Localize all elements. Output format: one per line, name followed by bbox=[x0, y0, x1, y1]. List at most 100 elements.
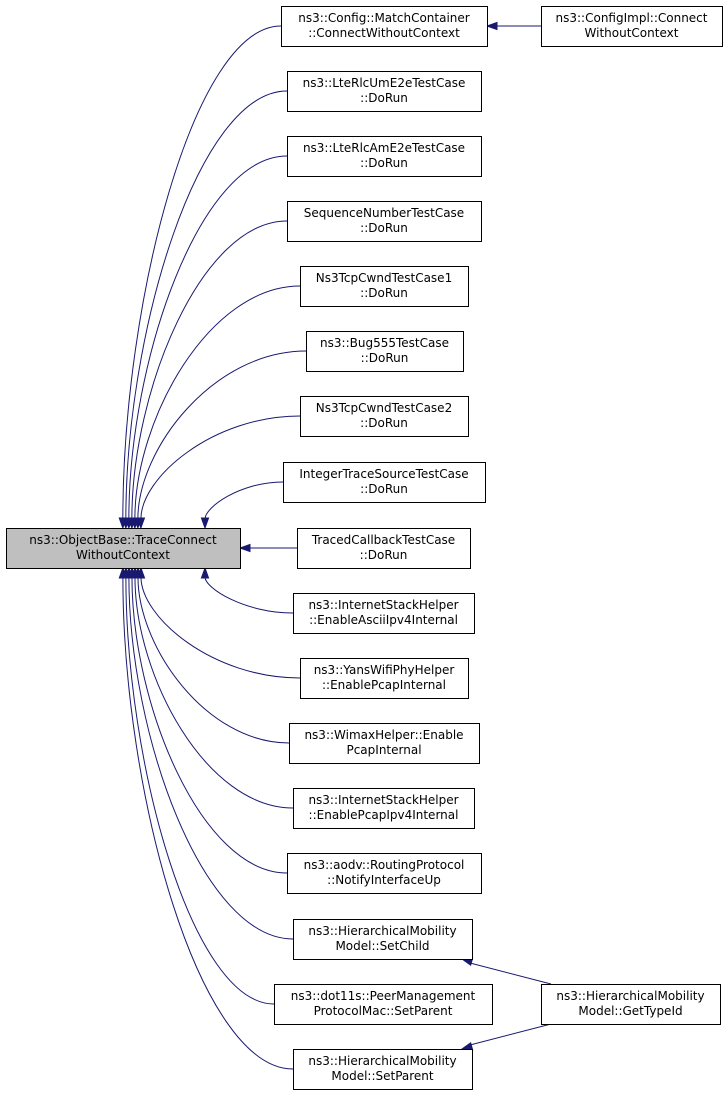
edge-hier-gettypeid-to-hier-setparent bbox=[469, 1023, 552, 1046]
node-aodv-up-label-line-2: ::NotifyInterfaceUp bbox=[327, 873, 441, 887]
edge-ascii-ipv4-to-root bbox=[204, 576, 294, 614]
node-hier-setparent-label-line-2: Model::SetParent bbox=[331, 1069, 434, 1083]
node-match-container-label-line-1: ns3::Config::MatchContainer bbox=[298, 11, 469, 25]
node-wimax-pcap-label-line-1: ns3::WimaxHelper::Enable bbox=[304, 728, 463, 742]
edge-tcp-cwnd-2-to-root bbox=[140, 415, 301, 520]
node-tcp-cwnd-1-label-line-2: ::DoRun bbox=[360, 286, 408, 300]
node-wimax-pcap-box bbox=[289, 723, 480, 764]
node-yans-pcap[interactable]: ns3::YansWifiPhyHelper::EnablePcapIntern… bbox=[300, 658, 469, 699]
node-peer-setparent-box bbox=[274, 984, 493, 1025]
node-yans-pcap-box bbox=[300, 658, 469, 699]
node-seq-number-label-line-1: SequenceNumberTestCase bbox=[304, 206, 464, 220]
nodes-layer: ns3::ObjectBase::TraceConnectWithoutCont… bbox=[6, 6, 723, 1090]
node-root-box bbox=[6, 528, 241, 569]
node-root-label-line-2: WithoutContext bbox=[76, 548, 170, 562]
edge-yans-pcap-to-root bbox=[140, 576, 301, 679]
node-traced-callback-label-line-1: TracedCallbackTestCase bbox=[311, 533, 455, 547]
edge-hier-setchild-to-root bbox=[128, 576, 294, 940]
node-hier-setchild-label-line-2: Model::SetChild bbox=[335, 939, 429, 953]
node-yans-pcap-label-line-2: ::EnablePcapInternal bbox=[322, 678, 446, 692]
node-peer-setparent-label-line-2: ProtocolMac::SetParent bbox=[314, 1004, 453, 1018]
node-hier-gettypeid[interactable]: ns3::HierarchicalMobilityModel::GetTypeI… bbox=[541, 984, 721, 1025]
edge-peer-setparent-to-root bbox=[125, 576, 275, 1005]
node-config-impl[interactable]: ns3::ConfigImpl::ConnectWithoutContext bbox=[541, 6, 723, 47]
node-bug555-label-line-1: ns3::Bug555TestCase bbox=[320, 336, 449, 350]
edge-lte-rlc-am-to-root bbox=[128, 155, 288, 520]
node-bug555[interactable]: ns3::Bug555TestCase::DoRun bbox=[306, 331, 464, 372]
edge-hier-gettypeid-to-hier-setparent-arrow bbox=[460, 1042, 474, 1051]
node-ascii-ipv4-box bbox=[293, 593, 475, 634]
node-lte-rlc-am[interactable]: ns3::LteRlcAmE2eTestCase::DoRun bbox=[287, 136, 482, 177]
node-traced-callback-label-line-2: ::DoRun bbox=[360, 548, 408, 562]
node-peer-setparent[interactable]: ns3::dot11s::PeerManagementProtocolMac::… bbox=[274, 984, 493, 1025]
node-ascii-ipv4[interactable]: ns3::InternetStackHelper::EnableAsciiIpv… bbox=[293, 593, 475, 634]
node-match-container[interactable]: ns3::Config::MatchContainer::ConnectWith… bbox=[281, 6, 488, 47]
node-pcap-ipv4-box bbox=[293, 788, 475, 829]
node-integer-trace-label-line-2: ::DoRun bbox=[360, 482, 408, 496]
node-integer-trace-label-line-1: IntegerTraceSourceTestCase bbox=[299, 467, 468, 481]
node-aodv-up-label-line-1: ns3::aodv::RoutingProtocol bbox=[304, 858, 465, 872]
node-hier-setparent-label-line-1: ns3::HierarchicalMobility bbox=[308, 1054, 456, 1068]
node-tcp-cwnd-1-label-line-1: Ns3TcpCwndTestCase1 bbox=[316, 271, 452, 285]
edge-tcp-cwnd-2-to-root-arrow bbox=[136, 517, 146, 530]
node-wimax-pcap[interactable]: ns3::WimaxHelper::EnablePcapInternal bbox=[289, 723, 480, 764]
node-root-label-line-1: ns3::ObjectBase::TraceConnect bbox=[29, 533, 217, 547]
node-tcp-cwnd-2-box bbox=[300, 396, 469, 437]
node-ascii-ipv4-label-line-2: ::EnableAsciiIpv4Internal bbox=[309, 613, 458, 627]
node-tcp-cwnd-2-label-line-1: Ns3TcpCwndTestCase2 bbox=[316, 401, 452, 415]
node-yans-pcap-label-line-1: ns3::YansWifiPhyHelper bbox=[314, 663, 455, 677]
node-tcp-cwnd-1[interactable]: Ns3TcpCwndTestCase1::DoRun bbox=[300, 266, 469, 307]
node-pcap-ipv4-label-line-1: ns3::InternetStackHelper bbox=[308, 793, 458, 807]
node-hier-gettypeid-label-line-2: Model::GetTypeId bbox=[578, 1004, 682, 1018]
node-bug555-label-line-2: ::DoRun bbox=[361, 351, 409, 365]
edge-bug555-to-root bbox=[137, 350, 307, 520]
node-config-impl-box bbox=[541, 6, 723, 47]
node-hier-setparent-box bbox=[293, 1049, 473, 1090]
node-match-container-label-line-2: ::ConnectWithoutContext bbox=[308, 26, 460, 40]
node-lte-rlc-um-box bbox=[287, 71, 482, 112]
node-peer-setparent-label-line-1: ns3::dot11s::PeerManagement bbox=[291, 989, 476, 1003]
node-config-impl-label-line-1: ns3::ConfigImpl::Connect bbox=[556, 11, 708, 25]
edge-traced-callback-to-root-arrow bbox=[238, 543, 251, 553]
edge-ascii-ipv4-to-root-arrow bbox=[200, 566, 210, 579]
node-integer-trace-box bbox=[283, 462, 486, 503]
node-lte-rlc-am-box bbox=[287, 136, 482, 177]
edge-integer-trace-to-root bbox=[204, 481, 284, 520]
node-lte-rlc-am-label-line-1: ns3::LteRlcAmE2eTestCase bbox=[303, 141, 465, 155]
edge-tcp-cwnd-1-to-root bbox=[134, 285, 301, 520]
edge-hier-setparent-to-root bbox=[122, 576, 294, 1070]
node-pcap-ipv4-label-line-2: ::EnablePcapIpv4Internal bbox=[309, 808, 459, 822]
node-wimax-pcap-label-line-2: PcapInternal bbox=[346, 743, 421, 757]
node-lte-rlc-am-label-line-2: ::DoRun bbox=[360, 156, 408, 170]
edge-seq-number-to-root bbox=[131, 220, 288, 520]
node-tcp-cwnd-2-label-line-2: ::DoRun bbox=[360, 416, 408, 430]
node-seq-number[interactable]: SequenceNumberTestCase::DoRun bbox=[287, 201, 482, 242]
node-root[interactable]: ns3::ObjectBase::TraceConnectWithoutCont… bbox=[6, 528, 241, 569]
node-lte-rlc-um-label-line-1: ns3::LteRlcUmE2eTestCase bbox=[303, 76, 466, 90]
node-tcp-cwnd-1-box bbox=[300, 266, 469, 307]
node-hier-setchild-box bbox=[293, 919, 473, 960]
node-bug555-box bbox=[306, 331, 464, 372]
edges-layer bbox=[118, 21, 552, 1070]
edge-aodv-up-to-root bbox=[131, 576, 288, 874]
node-hier-gettypeid-label-line-1: ns3::HierarchicalMobility bbox=[556, 989, 704, 1003]
node-seq-number-label-line-2: ::DoRun bbox=[360, 221, 408, 235]
node-lte-rlc-um[interactable]: ns3::LteRlcUmE2eTestCase::DoRun bbox=[287, 71, 482, 112]
node-tcp-cwnd-2[interactable]: Ns3TcpCwndTestCase2::DoRun bbox=[300, 396, 469, 437]
edge-config-impl-to-match-container-arrow bbox=[485, 21, 498, 31]
edge-hier-setparent-to-root-arrow bbox=[118, 566, 128, 579]
node-aodv-up[interactable]: ns3::aodv::RoutingProtocol::NotifyInterf… bbox=[287, 853, 482, 894]
edge-hier-gettypeid-to-hier-setchild bbox=[469, 962, 552, 985]
node-hier-setchild-label-line-1: ns3::HierarchicalMobility bbox=[308, 924, 456, 938]
node-traced-callback-box bbox=[297, 528, 471, 569]
node-hier-gettypeid-box bbox=[541, 984, 721, 1025]
node-pcap-ipv4[interactable]: ns3::InternetStackHelper::EnablePcapIpv4… bbox=[293, 788, 475, 829]
node-integer-trace[interactable]: IntegerTraceSourceTestCase::DoRun bbox=[283, 462, 486, 503]
edge-wimax-pcap-to-root bbox=[137, 576, 290, 744]
edge-pcap-ipv4-to-root bbox=[134, 576, 294, 809]
node-hier-setparent[interactable]: ns3::HierarchicalMobilityModel::SetParen… bbox=[293, 1049, 473, 1090]
node-lte-rlc-um-label-line-2: ::DoRun bbox=[360, 91, 408, 105]
edge-lte-rlc-um-to-root bbox=[125, 90, 288, 520]
node-traced-callback[interactable]: TracedCallbackTestCase::DoRun bbox=[297, 528, 471, 569]
